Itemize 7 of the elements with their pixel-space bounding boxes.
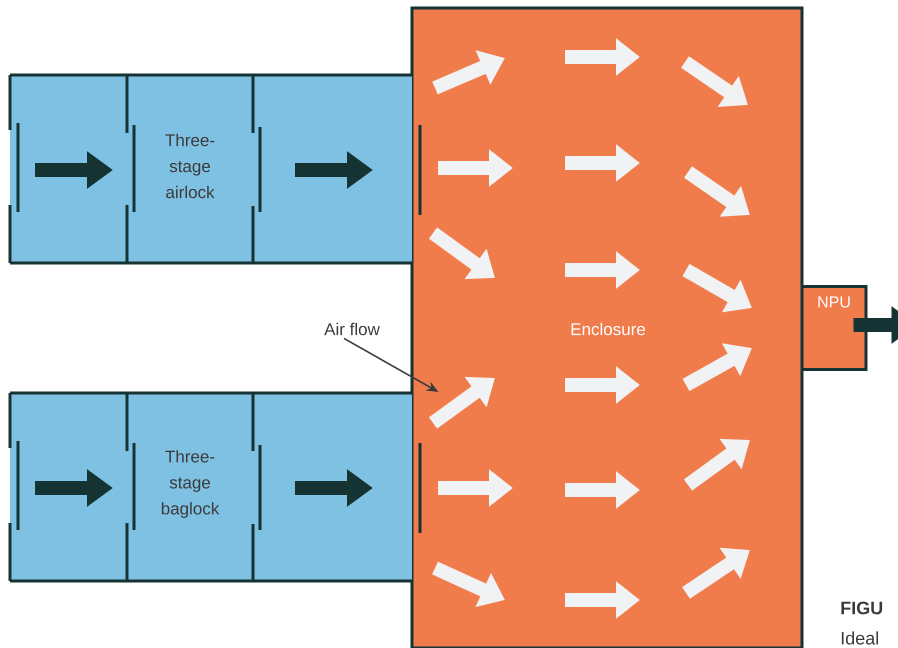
caption-text: Ideal <box>842 631 878 645</box>
airlock-box: Three-stage baglock <box>8 392 412 582</box>
enclosure-box: Enclosure <box>410 6 804 648</box>
callout-text: Air flow <box>324 322 380 336</box>
npu-box: NPU <box>800 285 868 371</box>
airlock-box: Three-stage airlock <box>8 74 412 264</box>
caption-text: FIGU <box>841 602 882 614</box>
